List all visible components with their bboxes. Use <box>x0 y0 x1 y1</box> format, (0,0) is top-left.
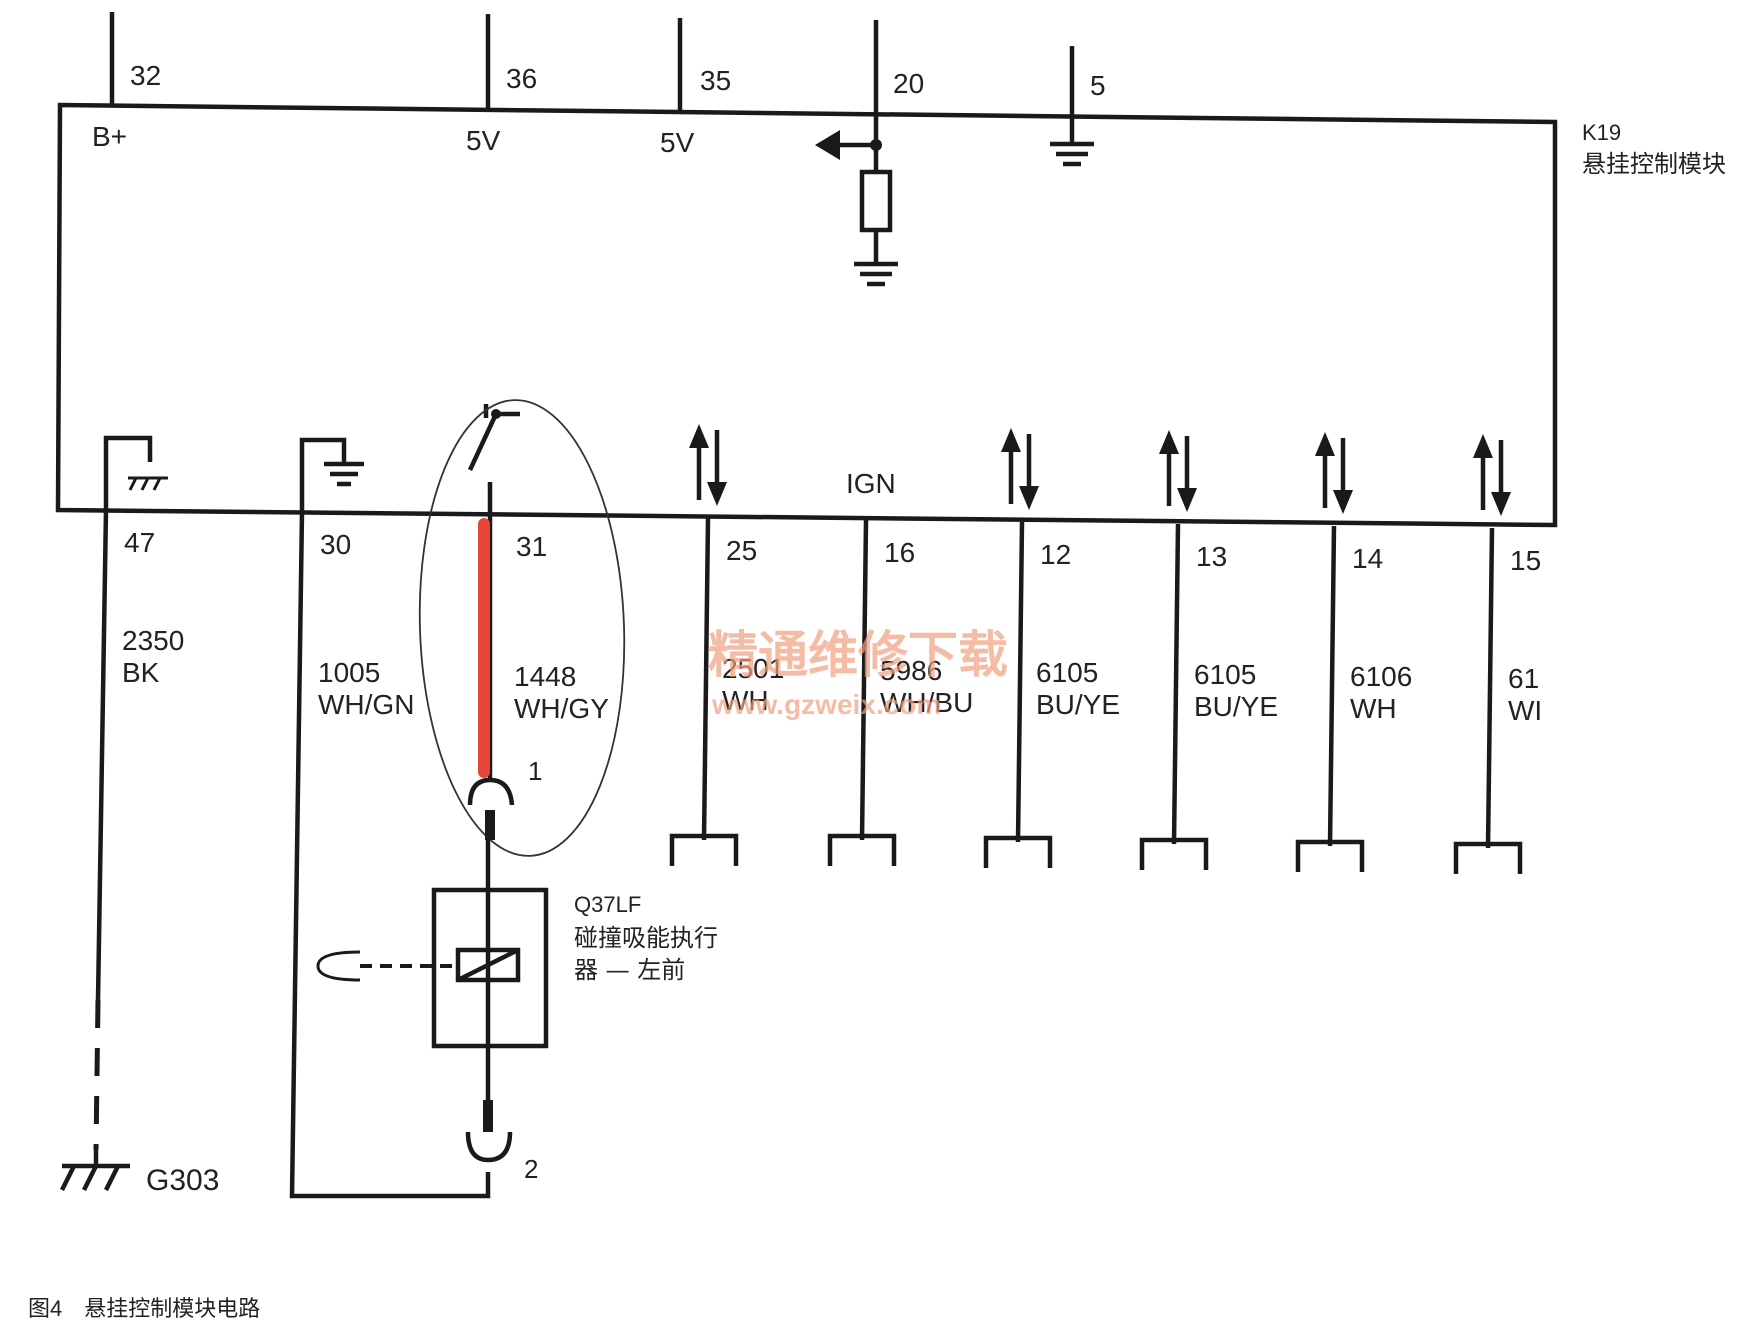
coil-diagonal <box>456 947 520 983</box>
module-box <box>55 102 1558 528</box>
actuator-id: Q37LF <box>574 892 641 917</box>
wire-pin-47 <box>95 509 109 1001</box>
chassis-ground-bracket <box>103 435 153 510</box>
pin-13-circuit: 6105 <box>1194 659 1256 690</box>
actuator-coil <box>455 947 521 983</box>
pin-13-group: 13 6105 BU/YE <box>1139 523 1278 870</box>
actuator-pin-1: 1 <box>528 756 542 786</box>
pin-12-color: BU/YE <box>1036 689 1120 720</box>
ground-icon <box>854 261 898 287</box>
pin-32-label: B+ <box>92 121 127 152</box>
pin-16-circuit: 5986 <box>880 655 942 686</box>
pin-30-color: WH/GN <box>318 689 414 720</box>
figure-caption: 图4 悬挂控制模块电路 <box>28 1296 260 1321</box>
pin-31-number: 31 <box>516 531 547 562</box>
connector-icon <box>467 777 515 806</box>
pin-15-color: WI <box>1508 695 1542 726</box>
bidirectional-arrow-icon <box>1473 434 1511 516</box>
pin-16-color: WH/BU <box>880 687 973 718</box>
pin-30-number: 30 <box>320 529 351 560</box>
module-id: K19 <box>1582 120 1621 145</box>
bidirectional-arrow-icon <box>1315 432 1353 514</box>
pin-31-circuit: 1448 <box>514 661 576 692</box>
pin-20-number: 20 <box>893 68 924 99</box>
ground-label: G303 <box>146 1164 219 1197</box>
pin-25-color: WH <box>722 685 769 716</box>
wire-pin-47-dashed <box>93 999 101 1151</box>
pin-12-circuit: 6105 <box>1036 657 1098 688</box>
pin-35-number: 35 <box>700 65 731 96</box>
ground-icon <box>324 461 364 487</box>
pin-16-group: 16 5986 WH/BU <box>827 519 973 866</box>
actuator-mechanism-icon <box>316 950 361 982</box>
pin-16-number: 16 <box>884 537 915 568</box>
pin-32-number: 32 <box>130 60 161 91</box>
pin-36-label: 5V <box>466 125 501 156</box>
watermark-text: 精通维修下载 <box>708 625 1008 684</box>
chassis-ground-icon <box>59 1150 130 1192</box>
pin-25-circuit: 2501 <box>722 653 784 684</box>
pin-12-group: 12 6105 BU/YE <box>983 521 1120 868</box>
resistor <box>859 169 893 233</box>
bidirectional-arrow-icon <box>1001 428 1039 510</box>
pin-14-circuit: 6106 <box>1350 661 1412 692</box>
pin-14-group: 14 6106 WH <box>1295 525 1412 872</box>
pin-15-number: 15 <box>1510 545 1541 576</box>
pin-15-group: 15 61 WI <box>1453 527 1542 874</box>
pin-15-circuit: 61 <box>1508 663 1539 694</box>
actuator-box <box>431 887 549 1049</box>
watermark-url: www.gzweix.com <box>711 689 941 720</box>
pin-31-color: WH/GY <box>514 693 609 724</box>
chassis-ground-icon <box>128 476 168 491</box>
pin-25-group: 25 2501 WH <box>669 517 784 866</box>
pin-14-number: 14 <box>1352 543 1383 574</box>
bidirectional-arrow-icon <box>1159 430 1197 512</box>
pin-47-circuit: 2350 <box>122 625 184 656</box>
actuator-name-line2: 器 — 左前 <box>574 956 685 984</box>
pin-13-number: 13 <box>1196 541 1227 572</box>
pin-36-number: 36 <box>506 63 537 94</box>
pin-25-number: 25 <box>726 535 757 566</box>
actuator-pin-2: 2 <box>524 1154 538 1184</box>
pin-13-color: BU/YE <box>1194 691 1278 722</box>
pin-47-number: 47 <box>124 527 155 558</box>
ground-icon <box>1050 141 1094 167</box>
pin-14-color: WH <box>1350 693 1397 724</box>
module-name: 悬挂控制模块 <box>1582 150 1726 178</box>
pin-35-label: 5V <box>660 127 695 158</box>
switch-icon <box>467 404 520 471</box>
highlight-ellipse <box>418 399 626 857</box>
connector-icon <box>465 1131 513 1163</box>
ign-label: IGN <box>846 468 896 499</box>
pin-30-circuit: 1005 <box>318 657 380 688</box>
actuator-name-line1: 碰撞吸能执行 <box>574 924 718 952</box>
wire-pin-30 <box>289 511 491 1199</box>
bidirectional-arrow-icon <box>689 424 727 506</box>
pin-5-number: 5 <box>1090 70 1106 101</box>
arrow-left-icon <box>815 130 840 160</box>
signal-ground-bracket <box>299 437 347 512</box>
pin-12-number: 12 <box>1040 539 1071 570</box>
pin-47-color: BK <box>122 657 160 688</box>
